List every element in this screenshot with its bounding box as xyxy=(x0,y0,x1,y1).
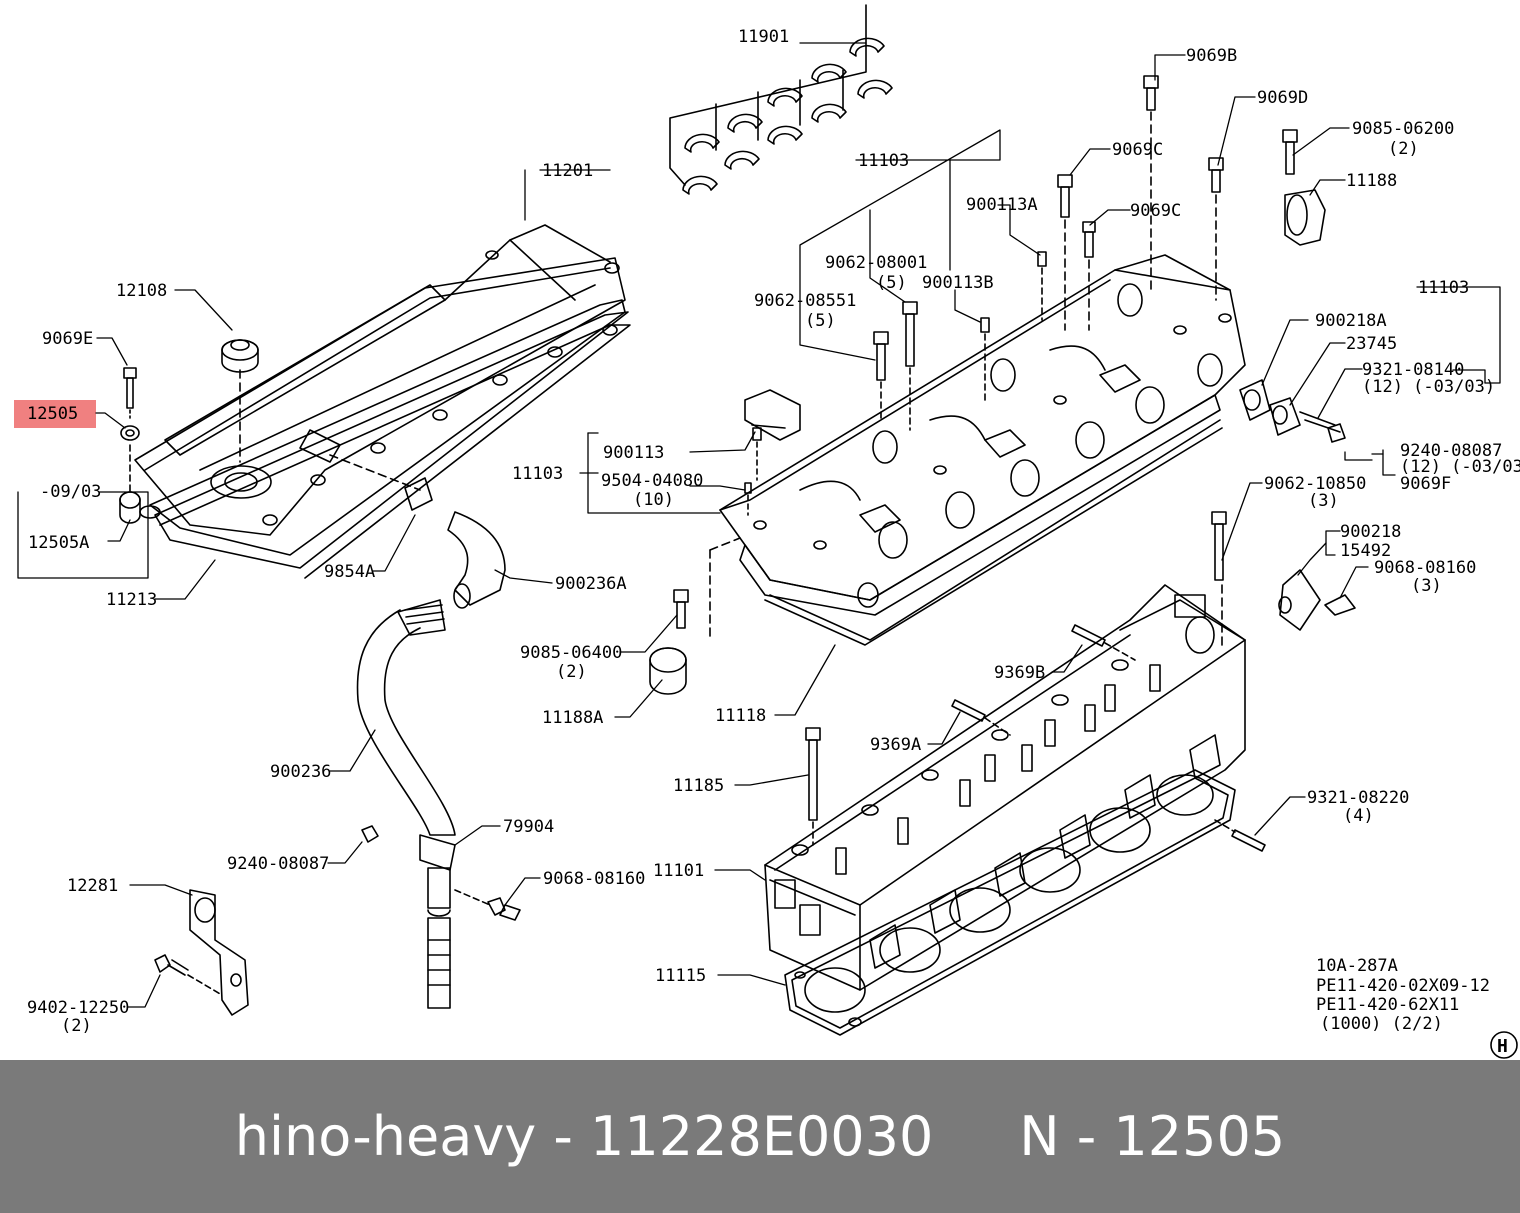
head-bolts-illustration xyxy=(805,624,1266,852)
breather-hose-illustration xyxy=(329,454,506,1009)
label-900236a: 900236A xyxy=(555,574,627,594)
head-gasket-illustration xyxy=(784,769,1236,1036)
cylinder-head-illustration xyxy=(764,511,1246,991)
label-9240-08087-right: 9240-08087 xyxy=(1400,441,1502,461)
label-900236: 900236 xyxy=(270,762,331,782)
bracket-illustration xyxy=(154,825,521,1016)
ref-code-4: (1000) (2/2) xyxy=(1320,1014,1443,1034)
label-9321-08140: 9321-08140 xyxy=(1362,360,1464,380)
label-9402-12250: 9402-12250 xyxy=(27,998,129,1018)
highlight-marker xyxy=(14,400,96,428)
label-9062-08001: 9062-08001 xyxy=(825,253,927,273)
label-11103-top: 11103 xyxy=(858,151,909,171)
label-9069e: 9069E xyxy=(42,329,93,349)
label-9062-10850: 9062-10850 xyxy=(1264,474,1366,494)
cap-11188a-illustration xyxy=(649,589,689,695)
corner-badge-letter: H xyxy=(1497,1036,1508,1057)
qty-9085-06200: (2) xyxy=(1388,139,1419,159)
label-9240-08087-left: 9240-08087 xyxy=(227,854,329,874)
label-9069f: 9069F xyxy=(1400,474,1451,494)
qty-9240-08087-right: (12) (-03/03) xyxy=(1400,457,1520,477)
label-9085-06200: 9085-06200 xyxy=(1352,119,1454,139)
qty-9062-08551: (5) xyxy=(805,311,836,331)
cylinder-head-cover-illustration xyxy=(134,224,631,579)
qty-9068-08160-right: (3) xyxy=(1411,576,1442,596)
label-9369a: 9369A xyxy=(870,735,921,755)
label-11115: 11115 xyxy=(655,966,706,986)
label-9069d: 9069D xyxy=(1257,88,1308,108)
qty-9504-04080: (10) xyxy=(633,490,674,510)
label-9068-08160-right: 9068-08160 xyxy=(1374,558,1476,578)
ref-code-2: PE11-420-02X09-12 xyxy=(1316,976,1490,996)
qty-9321-08140: (12) (-03/03) xyxy=(1362,377,1495,397)
label-11101: 11101 xyxy=(653,861,704,881)
label-11201: 11201 xyxy=(542,161,593,181)
label-11118: 11118 xyxy=(715,706,766,726)
label-11188a: 11188A xyxy=(542,708,603,728)
label-900218: 900218 xyxy=(1340,522,1401,542)
label-79904: 79904 xyxy=(503,817,554,837)
bearing-shells-illustration xyxy=(669,4,893,195)
leader-lines xyxy=(14,42,1501,1008)
exploded-parts-diagram: 11901 9069B 9069D 9085-06200 (2) 11188 9… xyxy=(14,4,1520,1059)
oil-filler-cap-illustration xyxy=(221,339,259,373)
label-9854a: 9854A xyxy=(324,562,375,582)
label-9369b: 9369B xyxy=(994,663,1045,683)
label-11188: 11188 xyxy=(1346,171,1397,191)
label-12281: 12281 xyxy=(67,876,118,896)
label-12505: 12505 xyxy=(27,404,78,424)
label-12108: 12108 xyxy=(116,281,167,301)
label-23745: 23745 xyxy=(1346,334,1397,354)
camshaft-housing-illustration xyxy=(709,254,1246,646)
housing-bolts-illustration xyxy=(873,75,1298,431)
label-900113a: 900113A xyxy=(966,195,1038,215)
camshaft-caps-illustration xyxy=(1239,189,1356,631)
footer-bar: hino-heavy - 11228E0030 N - 12505 xyxy=(0,1060,1520,1213)
label-11103-right: 11103 xyxy=(1418,278,1469,298)
label-9085-06400: 9085-06400 xyxy=(520,643,622,663)
qty-9085-06400: (2) xyxy=(556,662,587,682)
qty-9062-08001: (5) xyxy=(876,273,907,293)
qty-9321-08220: (4) xyxy=(1343,806,1374,826)
ref-code-1: 10A-287A xyxy=(1316,956,1398,976)
label-900218a: 900218A xyxy=(1315,311,1387,331)
corner-badge-circle xyxy=(1490,1031,1518,1059)
label-9069b: 9069B xyxy=(1186,46,1237,66)
label-12505a: 12505A xyxy=(28,533,89,553)
label-11103-left: 11103 xyxy=(512,464,563,484)
label-9069c-1: 9069C xyxy=(1112,140,1163,160)
ref-code-3: PE11-420-62X11 xyxy=(1316,995,1459,1015)
label-15492: 15492 xyxy=(1340,541,1391,561)
label-9062-08551: 9062-08551 xyxy=(754,291,856,311)
footer-caption: hino-heavy - 11228E0030 N - 12505 xyxy=(234,1105,1286,1168)
label-9068-08160-left: 9068-08160 xyxy=(543,869,645,889)
label-900113: 900113 xyxy=(603,443,664,463)
qty-9402-12250: (2) xyxy=(61,1016,92,1036)
label-11213: 11213 xyxy=(106,590,157,610)
label-11901: 11901 xyxy=(738,27,789,47)
label-11185: 11185 xyxy=(673,776,724,796)
label-900113b: 900113B xyxy=(922,273,994,293)
label-9504-04080: 9504-04080 xyxy=(601,471,703,491)
part-labels: 11901 9069B 9069D 9085-06200 (2) 11188 9… xyxy=(27,27,1520,1057)
label-0903: -09/03 xyxy=(40,482,101,502)
cover-bolt-illustration xyxy=(119,367,141,524)
label-9069c-2: 9069C xyxy=(1130,201,1181,221)
valve-stems-illustration xyxy=(835,664,1161,875)
qty-9062-10850: (3) xyxy=(1308,491,1339,511)
label-9321-08220: 9321-08220 xyxy=(1307,788,1409,808)
